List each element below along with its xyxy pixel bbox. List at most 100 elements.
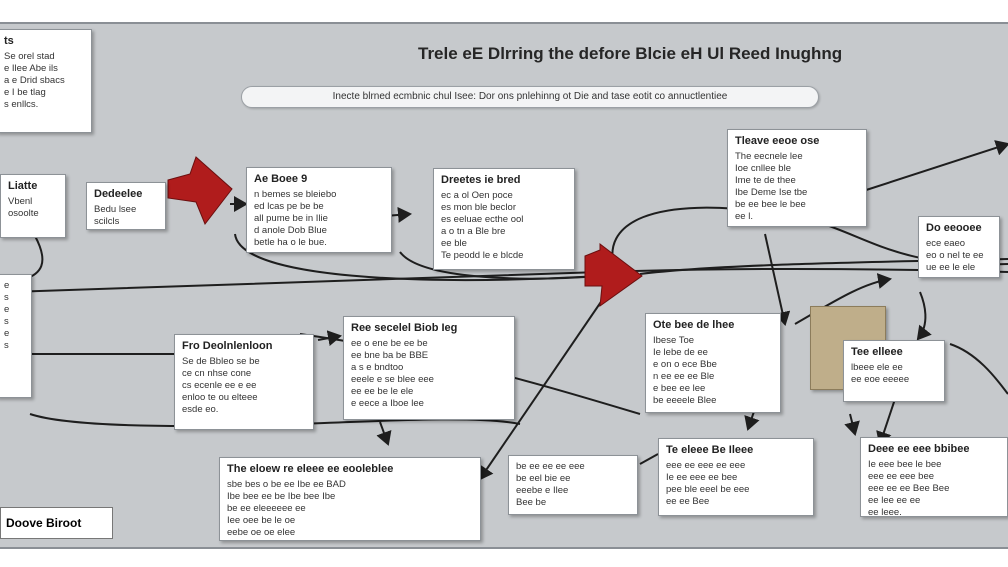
card-line: Bedu lsee	[94, 204, 137, 215]
card-line: eebe oe oe elee	[227, 527, 296, 538]
diagram-card: The eloew re eleee ee eooleblee sbe bes …	[219, 457, 481, 541]
card-line: s	[4, 316, 9, 327]
diagram-card: ts Se orel stad e Ilee Abe ils a e Drid …	[0, 29, 92, 133]
diagram-title: Trele eE Dlrring the defore Blcie eH Ul …	[418, 44, 843, 63]
card-line: be ee eleeeeee ee	[227, 503, 306, 514]
card-line: Ibese Toe	[653, 335, 695, 346]
card-heading: Ae Boee 9	[254, 173, 308, 185]
card-line: e on o ece Bbe	[653, 359, 717, 370]
card-line: es mon ble beclor	[441, 202, 516, 213]
diagram-card: be ee ee ee eee be eel bie ee eeebe e Il…	[508, 455, 638, 515]
card-line: be eeeele Blee	[653, 395, 717, 406]
card-heading: Dreetes ie bred	[441, 174, 521, 186]
card-line: e	[4, 280, 10, 291]
card-line: n bemes se bleiebo	[254, 189, 337, 200]
card-heading: Liatte	[8, 180, 38, 192]
card-line: a s e bndtoo	[351, 362, 404, 373]
card-line: eee ee ee Bee Bee	[868, 483, 950, 494]
card-line: Iee oee be le oe	[227, 515, 296, 526]
card-line: e bee ee lee	[653, 383, 706, 394]
card-line: pee ble eeel be eee	[666, 484, 750, 495]
card-line: be eel bie ee	[516, 473, 571, 484]
card-line: d anole Dob Blue	[254, 225, 327, 236]
card-line: ec a ol Oen poce	[441, 190, 513, 201]
card-line: ed lcas pe be be	[254, 201, 324, 212]
card-line: be ee bee le bee	[735, 199, 806, 210]
card-line: Ibe Deme Ise tbe	[735, 187, 808, 198]
card-line: osoolte	[8, 208, 39, 219]
card-line: sbe bes o be ee Ibe ee BAD	[227, 479, 346, 490]
card-line: eee ee eee ee eee	[666, 460, 746, 471]
diagram-card: Dedeelee Bedu lsee scilcls	[86, 182, 166, 230]
connector-line	[876, 398, 896, 446]
card-line: n ee ee ee Ble	[653, 371, 715, 382]
card-heading: Ree secelel Biob Ieg	[351, 322, 458, 334]
card-line: ee bne ba be BBE	[351, 350, 429, 361]
card-heading: ts	[4, 35, 14, 47]
card-line: Se orel stad	[4, 51, 55, 62]
connector-line	[794, 273, 892, 325]
card-line: lbeee ele ee	[851, 362, 903, 373]
card-line: ce cn nhse cone	[182, 368, 252, 379]
card-line: s	[4, 340, 9, 351]
diagram-card: Liatte Vbenl osoolte	[0, 174, 66, 238]
card-line: s enllcs.	[4, 99, 39, 110]
card-line: a o tn a Ble bre	[441, 226, 506, 237]
card-line: ece eaeo	[926, 238, 966, 249]
card-line: betle ha o le bue.	[254, 237, 327, 248]
card-line: Vbenl	[8, 196, 33, 207]
connector-line	[844, 413, 860, 436]
connector-line	[399, 251, 601, 280]
connector-line	[764, 233, 791, 326]
card-heading: Do eeooee	[926, 222, 982, 234]
card-heading: Te eleee Be Ileee	[666, 444, 754, 456]
card-line: Ioe cnllee ble	[735, 163, 791, 174]
card-line: ue ee le ele	[926, 262, 976, 273]
card-line: Te peodd le e blcde	[441, 250, 524, 261]
card-line: enloo te ou elteee	[182, 392, 258, 403]
connector-line	[916, 291, 932, 341]
connector-line	[859, 140, 1008, 193]
card-heading: Tleave eeoe ose	[735, 135, 820, 147]
diagram-card: Ote bee de lhee Ibese Toe Ie lebe de ee …	[645, 313, 781, 413]
connector-line	[639, 453, 659, 465]
card-line: ee eoe eeeee	[851, 374, 910, 385]
card-line: Ie ee eee ee bee	[666, 472, 738, 483]
card-line: a e Drid sbacs	[4, 75, 65, 86]
card-line: e I be tlag	[4, 87, 46, 98]
card-line: ee ee be le ele	[351, 386, 414, 397]
card-line: eo o nel te ee	[926, 250, 984, 261]
card-line: esde eo.	[182, 404, 219, 415]
card-heading: Deee ee eee bbibee	[868, 443, 970, 455]
diagram-card: Fro Deolnlenloon Se de Bbleo se be ce cn…	[174, 334, 314, 430]
diagram-board: Trele eE Dlrring the defore Blcie eH Ul …	[0, 22, 1008, 549]
card-line: be ee ee ee eee	[516, 461, 585, 472]
card-line: scilcls	[94, 216, 120, 227]
connector-line	[24, 235, 44, 280]
connector-line	[376, 421, 392, 446]
card-line: e Ilee Abe ils	[4, 63, 58, 74]
connector-line	[478, 273, 621, 481]
card-line: all pume be in Ilie	[254, 213, 328, 224]
connector-line	[9, 268, 1008, 293]
diagram-card: Te eleee Be Ileee eee ee eee ee eee Ie e…	[658, 438, 814, 516]
red-arrow-center	[584, 242, 643, 308]
diagram-card: Ae Boee 9 n bemes se bleiebo ed lcas pe …	[246, 167, 392, 253]
card-line: Ibe bee ee be Ibe bee Ibe	[227, 491, 336, 502]
diagram-card: Dreetes ie bred ec a ol Oen poce es mon …	[433, 168, 575, 270]
card-line: Ie eee bee le bee	[868, 459, 942, 470]
card-line: eee ee eee bee	[868, 471, 935, 482]
card-heading: Ote bee de lhee	[653, 319, 735, 331]
card-line: ee ee Bee	[666, 496, 710, 507]
card-line: e	[4, 304, 10, 315]
card-line: ee ble	[441, 238, 467, 249]
card-heading: Tee elleee	[851, 346, 903, 358]
diagram-card: e s e s e s	[0, 274, 32, 398]
card-line: e	[4, 328, 10, 339]
card-line: The eecnele lee	[735, 151, 803, 162]
card-line: ee lee ee ee	[868, 495, 921, 506]
diagram-card: Tee elleee lbeee ele ee ee eoe eeeee	[843, 340, 945, 402]
card-line: eeebe e Ilee	[516, 485, 569, 496]
red-arrow-left	[167, 156, 233, 225]
card-line: cs ecenle ee e ee	[182, 380, 257, 391]
